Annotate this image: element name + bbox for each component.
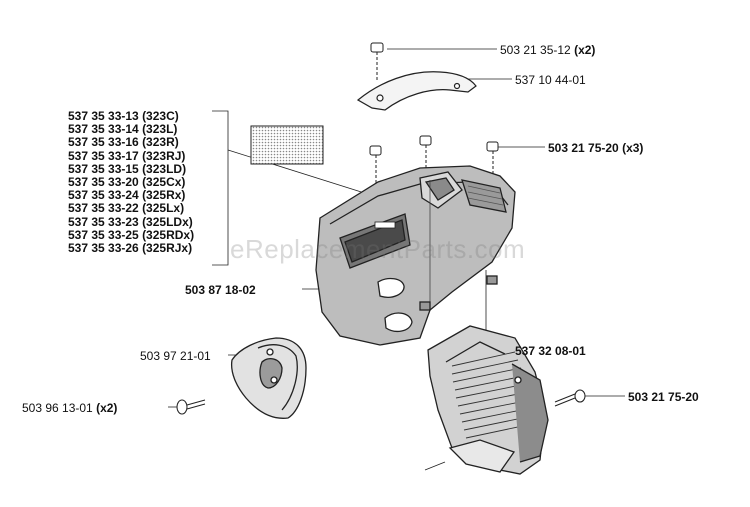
label-screw-top: 503 21 35-12 (x2) (500, 44, 595, 56)
list-item: 537 35 33-15 (323LD) (68, 161, 187, 176)
list-item: 537 35 33-13 (323C) (68, 109, 179, 123)
cap-part (230, 337, 307, 419)
label-cover: 503 87 18-02 (185, 284, 256, 296)
cooling-cover-part (427, 325, 549, 475)
list-item: 537 35 33-23 (325LDx) (68, 214, 193, 229)
label-screw-bottom-right: 503 21 75-20 (628, 391, 699, 403)
cap-screw-icon (176, 399, 206, 415)
label-top-bracket: 537 10 44-01 (515, 74, 586, 86)
part-number: 537 10 44-01 (515, 73, 586, 87)
list-item: 537 35 33-16 (323R) (68, 135, 179, 150)
label-cap: 503 97 21-01 (140, 350, 211, 362)
screw-bottom-right-icon (554, 389, 586, 407)
quantity: (x2) (574, 43, 596, 57)
list-item: 537 35 33-17 (323RJ) (68, 148, 186, 163)
watermark: eReplacementParts.com (230, 234, 526, 264)
list-item: 537 35 33-25 (325RDx) (68, 227, 195, 242)
quantity: (x2) (96, 401, 118, 415)
list-item: 537 35 33-22 (325Lx) (68, 201, 185, 216)
label-cap-screw: 503 96 13-01 (x2) (22, 402, 117, 414)
part-number: 503 87 18-02 (185, 283, 256, 297)
list-item: 537 35 33-20 (325Cx) (68, 175, 186, 190)
list-item: 537 35 33-24 (325Rx) (68, 188, 186, 203)
part-number: 537 32 08-01 (515, 344, 586, 358)
cover-screw-icons (369, 135, 499, 185)
quantity: (x3) (622, 141, 644, 155)
part-number: 503 21 75-20 (548, 141, 619, 155)
top-bracket-part (356, 71, 477, 111)
part-number: 503 96 13-01 (22, 401, 93, 415)
decal-part (250, 125, 324, 165)
part-number-list: 537 35 33-13 (323C) 537 35 33-14 (323L) … (68, 109, 195, 256)
part-number: 503 97 21-01 (140, 349, 211, 363)
label-cooling-cover: 537 32 08-01 (515, 345, 586, 357)
list-item: 537 35 33-14 (323L) (68, 122, 178, 137)
list-item: 537 35 33-26 (325RJx) (68, 241, 193, 256)
part-number: 503 21 35-12 (500, 43, 571, 57)
part-number: 503 21 75-20 (628, 390, 699, 404)
screw-top-icon (370, 42, 384, 80)
label-screws-right: 503 21 75-20 (x3) (548, 142, 643, 154)
cylinder-cover-part (315, 165, 516, 346)
